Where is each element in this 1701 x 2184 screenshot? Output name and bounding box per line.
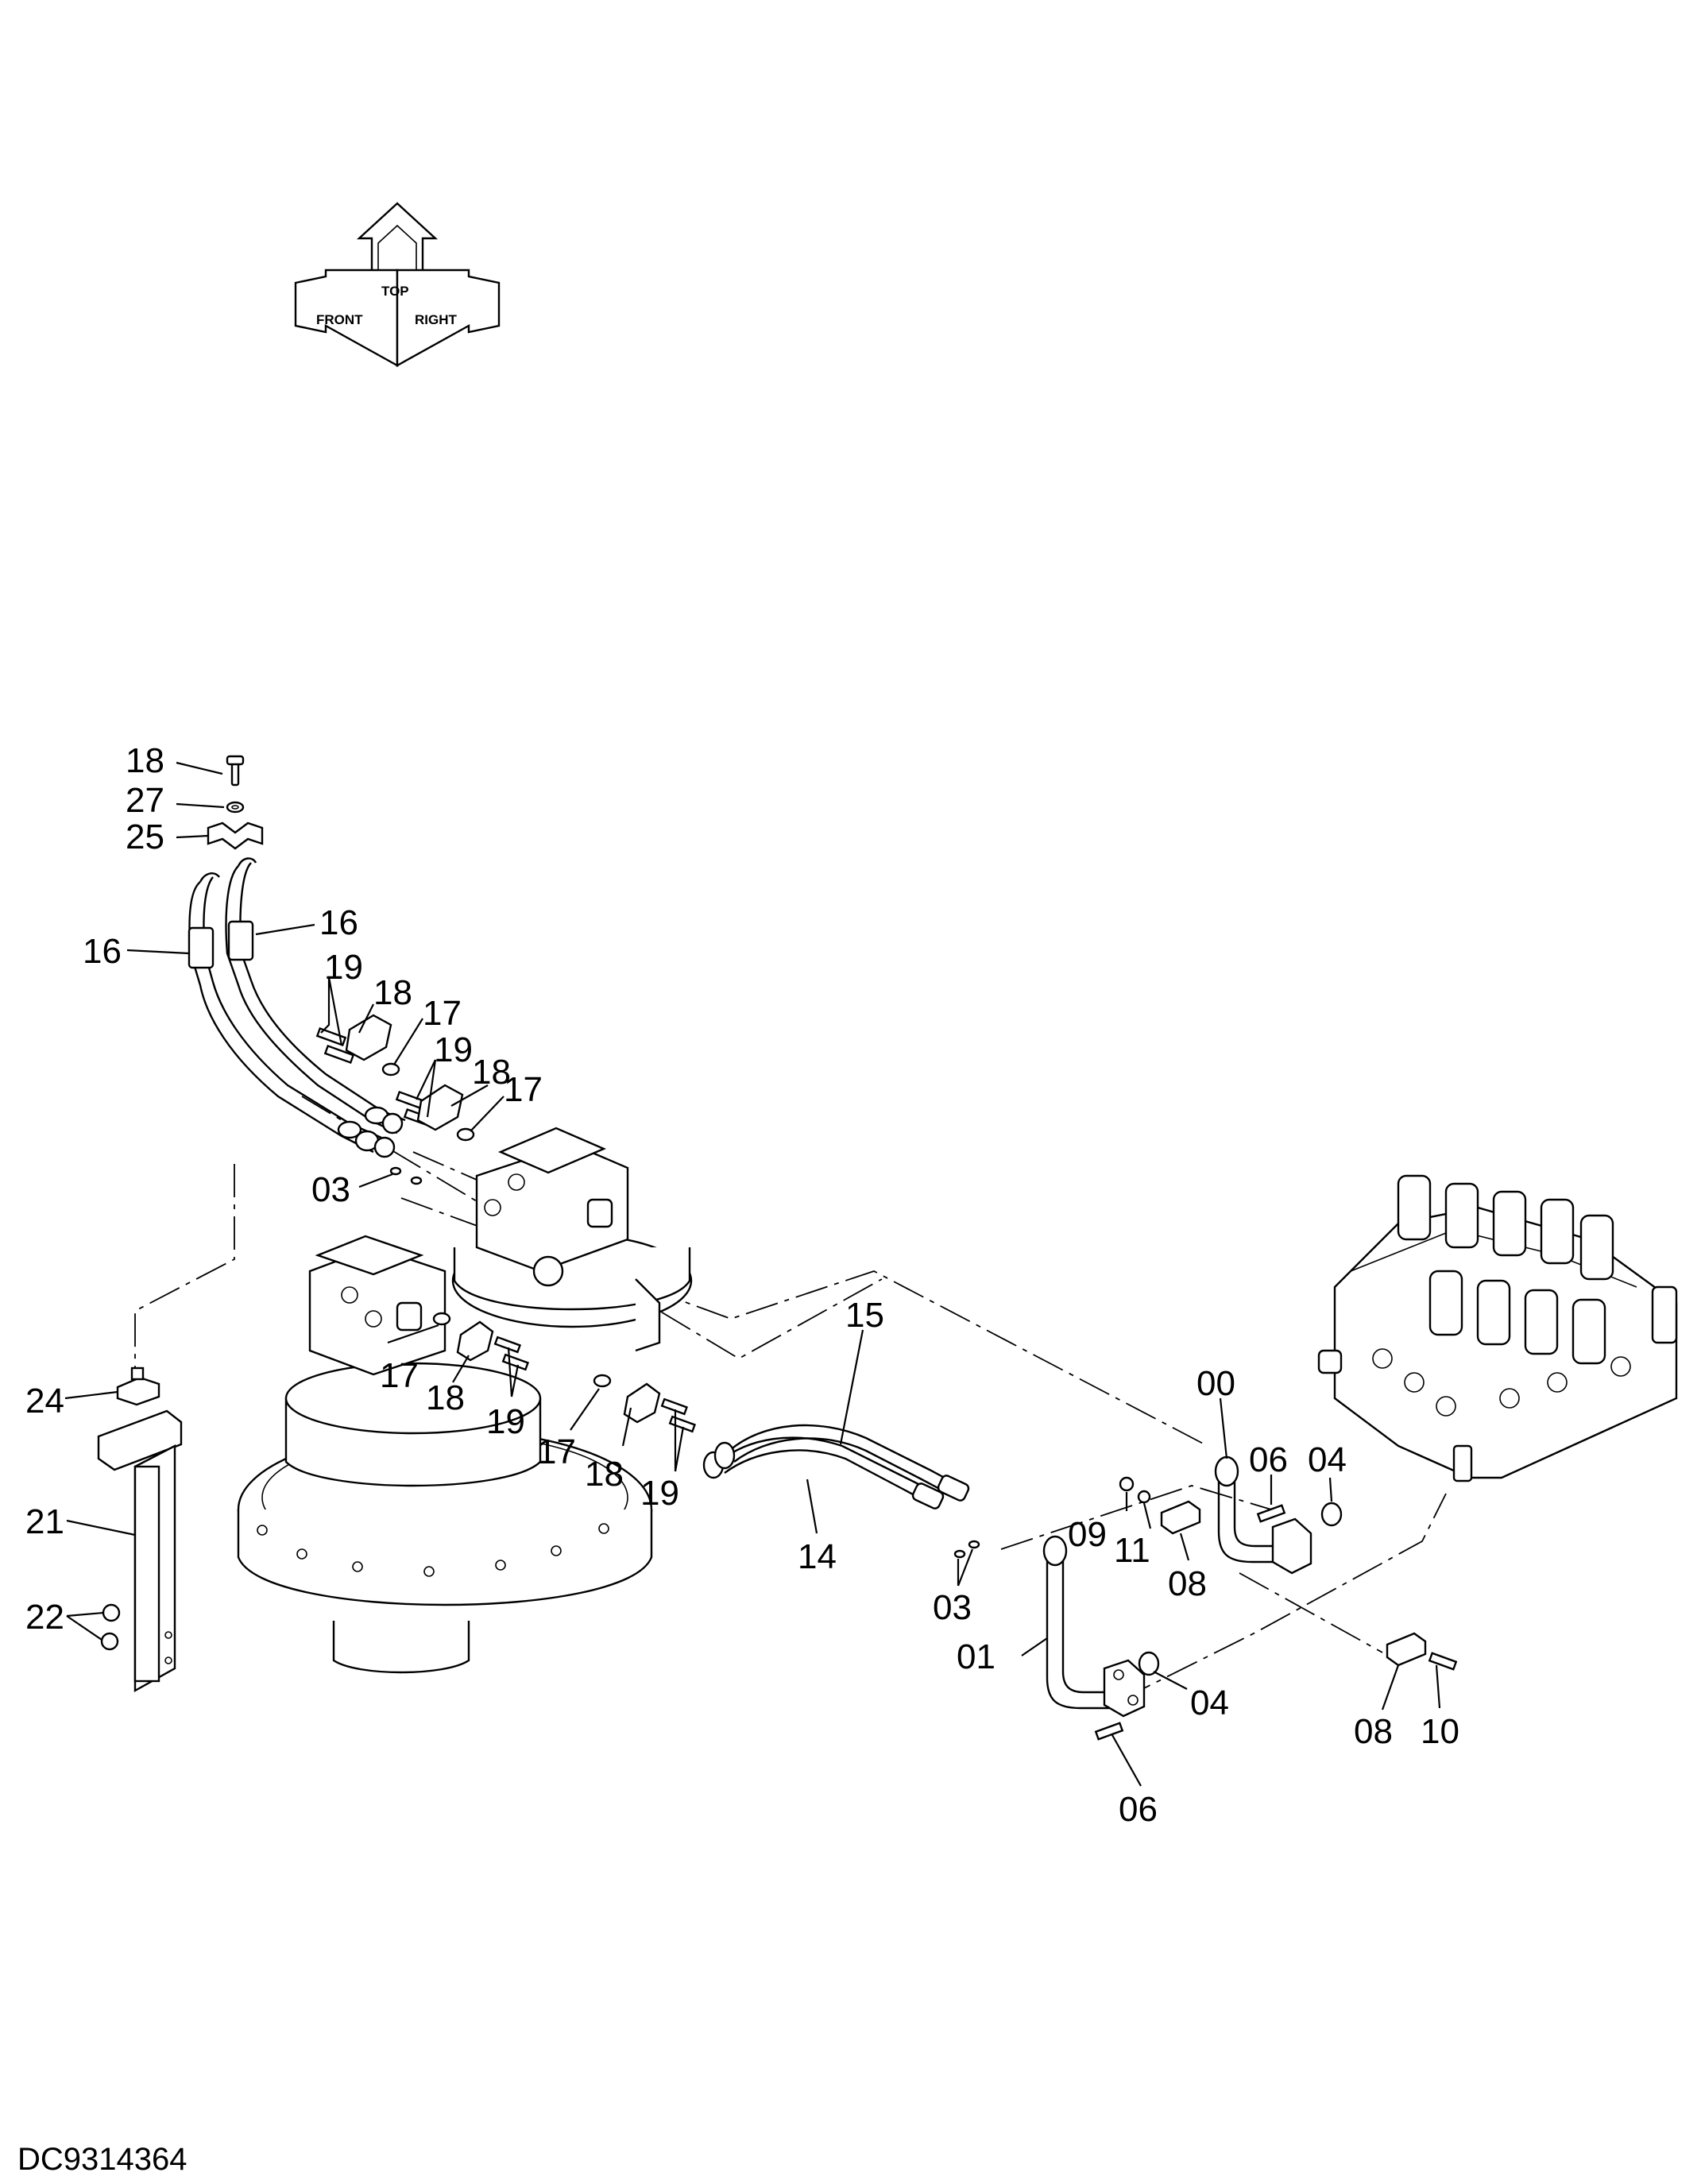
callout-06-lower: 06 bbox=[1119, 1790, 1158, 1829]
tube-01 bbox=[1042, 1535, 1146, 1718]
callout-18-c: 18 bbox=[426, 1378, 465, 1417]
callout-01: 01 bbox=[957, 1637, 995, 1676]
callout-11: 11 bbox=[1114, 1531, 1150, 1570]
orientation-front-label: FRONT bbox=[316, 312, 363, 327]
callout-19-a: 19 bbox=[324, 948, 363, 987]
clamp-assembly-top bbox=[207, 755, 264, 850]
callout-04-upper: 04 bbox=[1308, 1440, 1347, 1479]
fasteners bbox=[953, 1476, 1458, 1741]
hose-pair-16 bbox=[187, 857, 406, 1158]
bracket-assembly bbox=[97, 1366, 183, 1693]
orientation-top-label: TOP bbox=[381, 284, 409, 299]
callout-17-c: 17 bbox=[380, 1356, 419, 1395]
callout-27: 27 bbox=[126, 781, 164, 820]
flange-kit-lower bbox=[432, 1312, 697, 1433]
callout-09: 09 bbox=[1068, 1515, 1107, 1554]
callout-03-lower: 03 bbox=[933, 1588, 972, 1627]
callout-14: 14 bbox=[798, 1537, 837, 1576]
drawing-code: DC9314364 bbox=[17, 2142, 187, 2177]
callout-03-upper: 03 bbox=[311, 1170, 350, 1209]
callout-22: 22 bbox=[25, 1598, 64, 1637]
callout-18-a: 18 bbox=[373, 973, 412, 1012]
callout-26: 18 bbox=[126, 741, 164, 780]
callout-16-right: 16 bbox=[319, 903, 358, 942]
callout-08-upper: 08 bbox=[1168, 1564, 1207, 1603]
orientation-right-label: RIGHT bbox=[415, 312, 458, 327]
orientation-indicator: FRONT TOP RIGHT bbox=[294, 202, 501, 368]
control-valve bbox=[1317, 1174, 1678, 1482]
callout-19-c: 19 bbox=[486, 1402, 525, 1441]
callout-15: 15 bbox=[845, 1296, 884, 1335]
callout-19-d: 19 bbox=[640, 1474, 679, 1513]
callout-25: 25 bbox=[126, 818, 164, 856]
leader-lines bbox=[64, 761, 1441, 1787]
callout-10: 10 bbox=[1421, 1712, 1459, 1751]
callout-16-left: 16 bbox=[83, 932, 122, 971]
callout-17-a: 17 bbox=[423, 994, 462, 1033]
swing-motor-lower bbox=[237, 1235, 653, 1674]
callout-08-lower: 08 bbox=[1354, 1712, 1393, 1751]
tube-00 bbox=[1214, 1455, 1312, 1575]
hose-pair-14-15 bbox=[702, 1424, 970, 1509]
callout-00: 00 bbox=[1196, 1364, 1235, 1403]
center-lines bbox=[134, 1096, 1447, 1701]
callout-24: 24 bbox=[25, 1382, 64, 1421]
callout-06-upper: 06 bbox=[1249, 1440, 1288, 1479]
callout-18-b: 18 bbox=[472, 1053, 511, 1092]
callout-17-b: 17 bbox=[504, 1070, 543, 1109]
flange-kit-upper bbox=[315, 1014, 475, 1185]
callout-04-lower: 04 bbox=[1190, 1683, 1229, 1722]
callout-19-b: 19 bbox=[434, 1030, 473, 1069]
callout-labels: 18 27 25 16 16 19 18 17 19 18 17 03 17 1… bbox=[25, 741, 1459, 1829]
swing-motor-upper bbox=[451, 1127, 693, 1352]
callout-18-d: 18 bbox=[585, 1455, 624, 1494]
callout-17-d: 17 bbox=[537, 1432, 576, 1471]
callout-21: 21 bbox=[25, 1502, 64, 1541]
